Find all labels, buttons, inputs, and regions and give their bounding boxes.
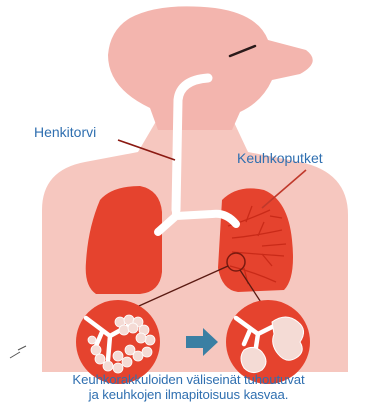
stray-mark: [10, 346, 26, 358]
figure-caption: Keuhkorakkuloiden väliseinät tuhoutuvat …: [0, 372, 377, 402]
head-silhouette: [108, 6, 313, 130]
trachea-label: Henkitorvi: [34, 124, 96, 140]
caption-line-1: Keuhkorakkuloiden väliseinät tuhoutuvat: [0, 372, 377, 387]
caption-line-2: ja keuhkojen ilmapitoisuus kasvaa.: [0, 387, 377, 402]
bronchi-label: Keuhkoputket: [237, 150, 323, 166]
